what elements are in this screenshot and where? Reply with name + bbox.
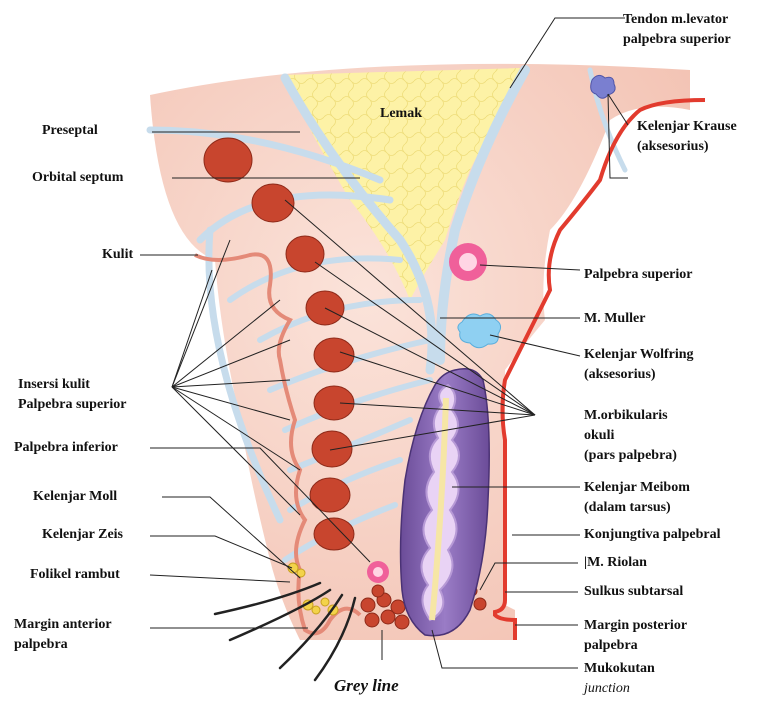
- label-kelenjar-meibom: Kelenjar Meibom (dalam tarsus): [584, 478, 690, 518]
- leader-insersi-8: [172, 270, 212, 387]
- label-mukokutan: Mukokutan junction: [584, 659, 655, 699]
- label-insersi-kulit: Insersi kulit Palpebra superior: [18, 375, 127, 415]
- label-margin-posterior: Margin posterior palpebra: [584, 616, 687, 656]
- upper-gland-ring: [449, 243, 487, 281]
- label-lemak: Lemak: [380, 106, 422, 122]
- label-kulit: Kulit: [102, 245, 133, 265]
- label-grey-line: Grey line: [334, 676, 399, 696]
- label-kelenjar-krause: Kelenjar Krause (aksesorius): [637, 117, 737, 157]
- label-m-muller: M. Muller: [584, 309, 645, 329]
- label-m-riolan: |M. Riolan: [584, 553, 647, 573]
- label-palpebra-superior: Palpebra superior: [584, 265, 693, 285]
- label-preseptal: Preseptal: [42, 121, 98, 141]
- label-kelenjar-wolfring: Kelenjar Wolfring (aksesorius): [584, 345, 694, 385]
- label-sulkus-subtarsal: Sulkus subtarsal: [584, 582, 683, 602]
- leader-folikel: [150, 575, 290, 582]
- label-konjungtiva: Konjungtiva palpebral: [584, 525, 721, 545]
- label-palpebra-inferior: Palpebra inferior: [14, 438, 118, 458]
- label-orbital-septum: Orbital septum: [32, 168, 123, 188]
- label-kelenjar-zeis: Kelenjar Zeis: [42, 525, 123, 545]
- moll-gland: [367, 561, 389, 583]
- label-margin-anterior: Margin anterior palpebra: [14, 615, 112, 655]
- label-kelenjar-moll: Kelenjar Moll: [33, 487, 117, 507]
- label-folikel-rambut: Folikel rambut: [30, 565, 120, 585]
- label-tendon: Tendon m.levator palpebra superior: [623, 10, 731, 50]
- label-m-orbikularis: M.orbikularis okuli (pars palpebra): [584, 406, 677, 466]
